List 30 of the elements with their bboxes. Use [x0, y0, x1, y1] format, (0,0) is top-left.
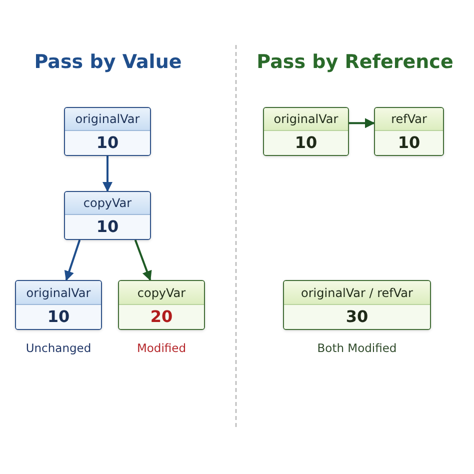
section-title: Pass by Reference — [256, 50, 454, 75]
variable-value: 10 — [65, 131, 150, 155]
variable-name: originalVar — [264, 108, 348, 131]
variable-box — [374, 107, 444, 156]
variable-name: copyVar — [119, 281, 204, 305]
variable-name: copyVar — [65, 192, 150, 215]
variable-box — [64, 107, 151, 156]
status-caption: Unchanged — [24, 340, 92, 357]
arrow — [134, 240, 152, 281]
arrow — [349, 118, 375, 128]
variable-name: refVar — [375, 108, 443, 131]
status-caption: Both Modified — [316, 340, 398, 357]
variable-box — [118, 280, 205, 330]
variable-name: originalVar — [16, 281, 101, 305]
variable-value: 30 — [284, 305, 430, 329]
variable-value: 10 — [375, 131, 443, 155]
arrow — [64, 240, 81, 281]
variable-value: 10 — [65, 215, 150, 239]
variable-box — [15, 280, 102, 330]
variable-name: originalVar / refVar — [284, 281, 430, 305]
variable-value: 10 — [264, 131, 348, 155]
variable-value: 10 — [16, 305, 101, 329]
arrow — [102, 156, 112, 192]
variable-box — [283, 280, 431, 330]
variable-name: originalVar — [65, 108, 150, 131]
variable-box — [64, 191, 151, 240]
variable-box — [263, 107, 349, 156]
section-title: Pass by Value — [33, 50, 183, 75]
variable-value: 20 — [119, 305, 204, 329]
status-caption: Modified — [136, 340, 188, 357]
